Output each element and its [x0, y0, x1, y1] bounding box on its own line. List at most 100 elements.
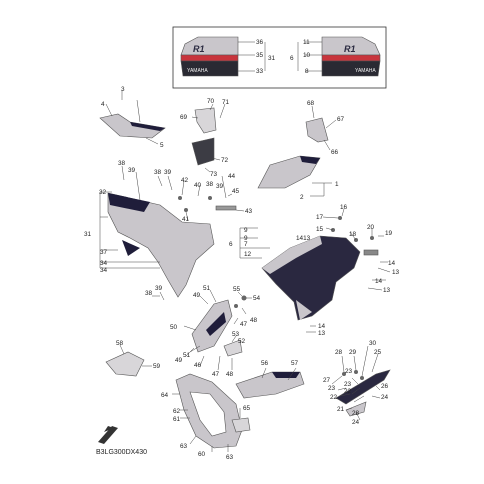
decal-brand-left: YAMAHA	[187, 68, 208, 74]
decal-right: R1 YAMAHA	[321, 36, 381, 77]
decal-logo-right: R1	[344, 44, 356, 54]
callout: 17	[316, 214, 324, 221]
callout: 10	[303, 52, 311, 59]
callout: 39	[216, 183, 224, 190]
fasteners-38-45: 38 39 42 40 41 38 39 44 45 43	[154, 169, 253, 223]
callout: 41	[182, 216, 190, 223]
callout: 31	[268, 55, 276, 62]
callout: 55	[233, 286, 241, 293]
callout: 63	[226, 454, 234, 461]
part-inner-fairing-left: 38 39 32 31 37 34 34	[84, 160, 215, 298]
callout: 69	[180, 114, 188, 121]
callout: 13	[318, 330, 326, 337]
callout: 39	[164, 169, 172, 176]
callout: 51	[203, 285, 211, 292]
callout: 8	[305, 68, 309, 75]
decal-inset: R1 YAMAHA R1 YAMAHA 36 35 31 33 11 10 6 …	[172, 26, 387, 89]
callout: 20	[367, 224, 375, 231]
part-brackets-69-73: 70 71 69 72 73	[180, 98, 230, 178]
callout: 4	[101, 101, 105, 108]
callout: 57	[291, 360, 299, 367]
callout: 38	[206, 181, 214, 188]
callout: 28	[335, 349, 343, 356]
callout: 50	[170, 324, 178, 331]
callout: 14	[388, 260, 396, 267]
callout: 47	[240, 321, 248, 328]
callout: 61	[173, 416, 181, 423]
front-indicator-icon	[98, 426, 118, 444]
callout: 38	[154, 169, 162, 176]
callout: 43	[245, 208, 253, 215]
callout: 6	[290, 55, 294, 62]
decal-left: R1 YAMAHA	[180, 36, 239, 77]
callout: 24	[352, 419, 360, 426]
callout: 29	[349, 349, 357, 356]
callout: 39	[128, 167, 136, 174]
callout: 37	[100, 249, 108, 256]
callout: 30	[369, 340, 377, 347]
part-lower-right-21-30: 28 29 30 25 23 27 23 22 23 22 26 24 21 2…	[323, 340, 391, 426]
part-bracket-46-55: 51 49 55 54 48 47 50 53 52 49 51 46 47 4…	[170, 285, 261, 378]
callout: 53	[232, 331, 240, 338]
part-bracket-58-59: 58 59	[105, 340, 161, 377]
fasteners-lower-38-39: 38 39	[145, 285, 165, 301]
callout: 54	[253, 295, 261, 302]
part-small-cover-66-68: 68 67 66	[305, 100, 345, 156]
callout: 3	[121, 86, 125, 93]
callout: 27	[323, 377, 331, 384]
callout: 9	[244, 227, 248, 234]
callout: 5	[160, 142, 164, 149]
callout: 44	[228, 173, 236, 180]
callout: 48	[226, 371, 234, 378]
callout: 34	[100, 260, 108, 267]
part-panel-56-57: 56 57	[235, 360, 305, 399]
callout: 31	[84, 231, 92, 238]
callout: 11	[303, 39, 310, 46]
callout: 9	[244, 235, 248, 242]
callout: 73	[210, 171, 218, 178]
callout: 66	[331, 149, 339, 156]
callout: 18	[349, 231, 357, 238]
callout: 23	[328, 385, 336, 392]
callout: 1	[335, 181, 339, 188]
part-upper-cowl: 3 4 5	[99, 86, 166, 149]
callout: 21	[337, 406, 345, 413]
callout: 49	[175, 357, 183, 364]
decal-logo-left: R1	[193, 44, 205, 54]
callout: 40	[194, 182, 202, 189]
callout: 48	[250, 317, 258, 324]
callout: 6	[229, 241, 233, 248]
callout: 25	[374, 349, 382, 356]
callout: 14	[375, 278, 383, 285]
callout: 70	[207, 98, 215, 105]
callout: 60	[198, 451, 206, 458]
callout: 38	[145, 290, 153, 297]
callout: 2	[300, 194, 304, 201]
callout: 45	[232, 188, 240, 195]
callout: 62	[173, 408, 181, 415]
part-side-cover-1-2: 1 2	[257, 155, 339, 201]
callout: 46	[194, 362, 202, 369]
callout: 32	[99, 189, 107, 196]
callout: 13	[392, 269, 400, 276]
callout: 49	[193, 292, 201, 299]
callout: 23	[345, 368, 353, 375]
callout: 38	[118, 160, 126, 167]
fasteners-15-20: 17 16 15 1413 18 20 19	[296, 204, 393, 256]
callout: 59	[153, 363, 161, 370]
callout: 23	[344, 381, 352, 388]
callout: 36	[256, 39, 264, 46]
callout: 58	[116, 340, 124, 347]
callout: 12	[244, 251, 252, 258]
callout: 52	[238, 338, 246, 345]
callout: 42	[181, 177, 189, 184]
callout: 14	[318, 323, 326, 330]
callout: 35	[256, 52, 264, 59]
callout: 16	[340, 204, 348, 211]
callout: 51	[183, 352, 191, 359]
callout: 68	[307, 100, 315, 107]
callout: 47	[212, 371, 220, 378]
callout: 13	[383, 287, 391, 294]
